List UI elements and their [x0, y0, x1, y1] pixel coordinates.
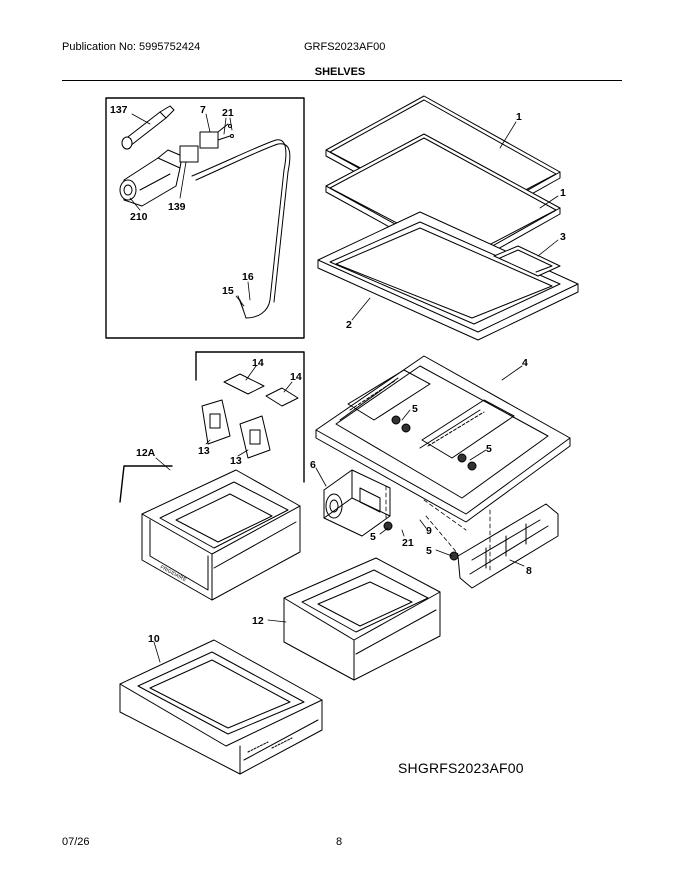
callout-10: 10 [148, 633, 160, 645]
callout-14-left: 14 [252, 357, 264, 369]
callout-4: 4 [522, 357, 528, 369]
callout-8: 8 [526, 565, 532, 577]
crisper-cover-frame [315, 355, 571, 523]
callout-5-d: 5 [426, 545, 432, 557]
callout-5-b: 5 [486, 443, 492, 455]
header-rule [62, 80, 622, 81]
filter-inset [105, 97, 305, 339]
label-inset [195, 351, 305, 483]
callout-1-middle: 1 [560, 187, 566, 199]
svg-text:FRIGIDAIRE: FRIGIDAIRE [159, 564, 188, 583]
callout-21-top: 21 [222, 107, 234, 119]
water-filter-cartridge [121, 105, 175, 150]
publication-number: Publication No: 5995752424 [62, 41, 201, 53]
callout-12: 12 [252, 615, 264, 627]
callout-6: 6 [310, 459, 316, 471]
page-number: 8 [336, 836, 343, 848]
pan-drawer [119, 639, 323, 775]
section-title: SHELVES [314, 66, 366, 78]
support-bracket [457, 503, 559, 589]
callout-13-left: 13 [198, 445, 210, 457]
humidity-control-housing [323, 469, 391, 537]
callout-137: 137 [110, 104, 128, 116]
leader-lines [129, 113, 559, 663]
callout-21-bottom: 21 [402, 537, 414, 549]
callout-13-right: 13 [230, 455, 242, 467]
filter-housing [119, 149, 183, 207]
callout-3: 3 [560, 231, 566, 243]
model-number: GRFS2023AF00 [304, 41, 386, 53]
callout-15: 15 [222, 285, 234, 297]
water-valve [179, 123, 234, 163]
callout-9: 9 [426, 525, 432, 537]
diagram-code: SHGRFS2023AF00 [398, 760, 524, 776]
crisper-drawer-right [283, 557, 441, 681]
shelf-trim [493, 245, 561, 277]
callout-210: 210 [130, 211, 148, 223]
water-tube [191, 139, 287, 319]
shelf-frame [317, 211, 579, 341]
callout-2: 2 [346, 319, 352, 331]
callout-1-top: 1 [516, 111, 522, 123]
callout-7: 7 [200, 104, 206, 116]
callout-16: 16 [242, 271, 254, 283]
callout-5-a: 5 [412, 403, 418, 415]
callout-12A: 12A [136, 447, 156, 459]
crisper-drawer-left: FRIGIDAIRE [119, 465, 301, 601]
callout-5-c: 5 [370, 531, 376, 543]
publication-date: 07/26 [62, 836, 90, 848]
screws [383, 415, 477, 561]
alignment-lines [385, 485, 491, 571]
callout-14-right: 14 [290, 371, 302, 383]
callout-139: 139 [168, 201, 186, 213]
callout-labels: 137 7 21 210 139 16 15 1 1 3 2 14 14 13 … [110, 104, 566, 645]
